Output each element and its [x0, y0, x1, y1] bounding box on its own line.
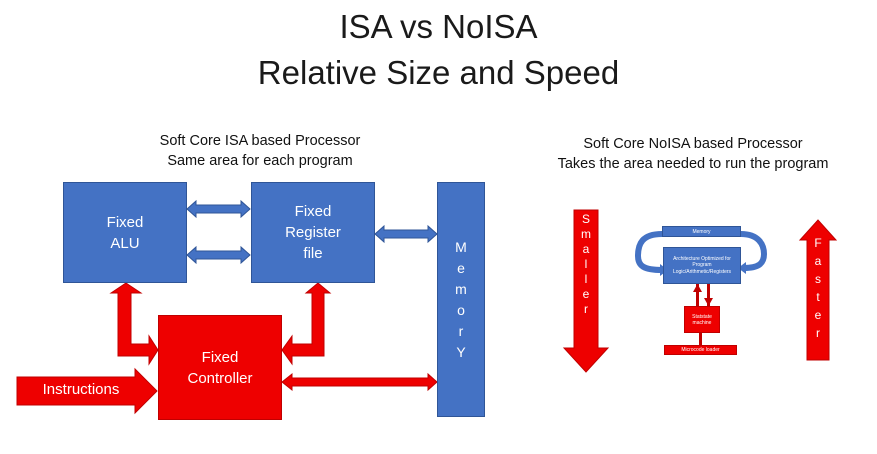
mini-microcode-loader-box: Microcode loader: [664, 345, 737, 355]
register-line-3: file: [303, 245, 323, 262]
microcode-label: Microcode loader: [681, 347, 720, 353]
state-microcode-connector: [699, 333, 702, 345]
memory-letter: m: [455, 280, 467, 297]
faster-letter: F: [814, 236, 822, 250]
mini-architecture-box: Architecture Optimized for Program Logic…: [663, 247, 741, 284]
left-caption: Soft Core ISA based Processor Same area …: [100, 131, 420, 171]
smaller-arrow: [562, 209, 610, 373]
register-controller-arrow: [281, 282, 332, 366]
alu-register-arrow-top: [186, 199, 251, 219]
memory-letter: e: [457, 259, 465, 276]
smaller-letter: m: [581, 227, 591, 241]
memory-letter: M: [455, 238, 467, 255]
smaller-letter: l: [584, 257, 588, 271]
right-caption-line-1: Soft Core NoISA based Processor: [583, 136, 803, 152]
mini-state-machine-box: Statstate machine: [684, 306, 720, 333]
right-caption-line-2: Takes the area needed to run the program: [557, 156, 829, 172]
memory-letter: Y: [456, 343, 466, 360]
controller-memory-arrow: [281, 372, 438, 392]
smaller-vertical-label: S m a l l e r: [574, 212, 598, 317]
left-caption-line-2: Same area for each program: [167, 153, 353, 169]
smaller-letter: e: [582, 287, 590, 301]
smaller-letter: l: [584, 272, 588, 286]
memory-loop-left-arrow: [634, 231, 663, 273]
controller-line-1: Fixed: [201, 348, 239, 366]
mini-memory-label: Memory: [692, 228, 711, 235]
instructions-arrow: [16, 367, 158, 415]
faster-arrow: [798, 219, 838, 361]
faster-letter: t: [816, 290, 820, 304]
memory-letter: r: [458, 322, 464, 339]
smaller-letter: r: [584, 302, 588, 316]
faster-vertical-label: F a s t e r: [807, 234, 829, 342]
memory-loop-right-arrow: [740, 231, 768, 271]
memory-letter: o: [457, 301, 465, 318]
smaller-letter: a: [582, 242, 590, 256]
title-line-2: Relative Size and Speed: [257, 54, 620, 91]
register-line-1: Fixed: [294, 203, 332, 220]
arch-state-connector-left: [696, 284, 699, 306]
smaller-letter: S: [581, 212, 590, 226]
fixed-register-file-box: Fixed Register file: [251, 182, 375, 283]
controller-line-2: Controller: [187, 369, 253, 387]
alu-register-arrow-bottom: [186, 245, 251, 265]
faster-letter: a: [814, 254, 822, 268]
faster-letter: r: [816, 326, 820, 340]
memory-vertical-label: M e m o r Y: [455, 237, 467, 363]
arch-line-2: Program: [692, 262, 712, 269]
fixed-controller-box: Fixed Controller: [158, 315, 282, 420]
arch-state-connector-right: [707, 284, 710, 306]
arch-line-1: Architecture Optimized for: [673, 255, 731, 262]
alu-controller-arrow: [109, 282, 159, 366]
faster-letter: e: [814, 308, 822, 322]
instructions-label: Instructions: [42, 381, 120, 398]
memory-box: M e m o r Y: [437, 182, 485, 417]
state-line-2: machine: [692, 319, 712, 326]
fixed-alu-box: Fixed ALU: [63, 182, 187, 283]
alu-line-1: Fixed: [106, 213, 144, 231]
left-caption-line-1: Soft Core ISA based Processor: [159, 133, 361, 149]
title-line-1: ISA vs NoISA: [339, 8, 538, 45]
faster-letter: s: [815, 272, 821, 286]
register-memory-arrow: [374, 224, 438, 244]
alu-line-2: ALU: [110, 234, 140, 252]
arch-line-3: Logic/Arithmetic/Registers: [672, 268, 732, 275]
register-line-2: Register: [285, 224, 341, 241]
right-caption: Soft Core NoISA based Processor Takes th…: [520, 134, 866, 174]
state-line-1: Statstate: [692, 313, 712, 320]
mini-memory-box: Memory: [662, 226, 741, 237]
